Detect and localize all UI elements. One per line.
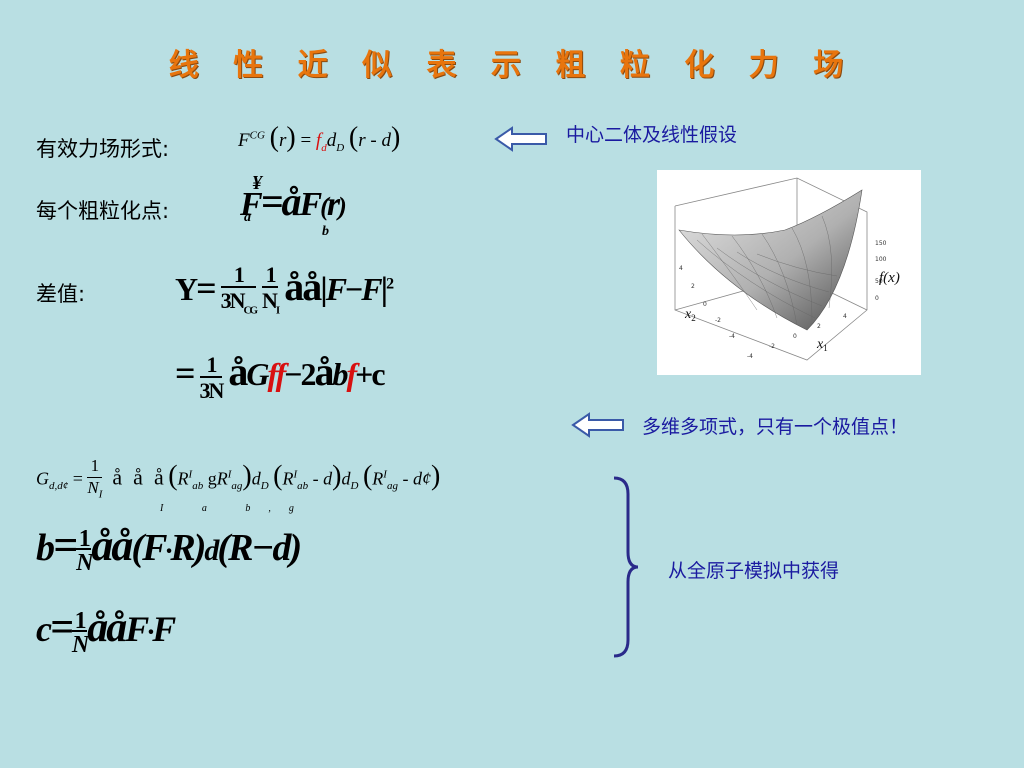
surface-grid xyxy=(696,215,838,326)
label-per-cg-point: 每个粗粒化点: xyxy=(36,199,170,223)
note-from-atomistic: 从全原子模拟中获得 xyxy=(668,560,840,582)
x1-tick: 0 xyxy=(793,333,797,340)
surface-plot-svg: 150 100 50 0 -4 -2 0 2 4 4 2 0 -2 -4 f(x… xyxy=(674,177,900,361)
x2-tick: 2 xyxy=(691,283,695,290)
z-tick: 150 xyxy=(875,240,887,247)
axis-label-f: f(x) xyxy=(879,270,900,286)
right-brace-icon xyxy=(613,476,639,658)
x1-tick: 4 xyxy=(843,313,847,320)
label-difference: 差值: xyxy=(36,282,86,306)
left-arrow-icon xyxy=(571,412,624,438)
note-central-assumption: 中心二体及线性假设 xyxy=(566,124,738,146)
x2-tick: 0 xyxy=(703,301,707,308)
formula-per-cg-point: ¥ F=åF(r) a b xyxy=(240,172,347,239)
left-arrow-icon xyxy=(494,126,547,152)
x2-tick: 4 xyxy=(679,265,683,272)
x1-tick: 2 xyxy=(817,323,821,330)
z-tick: 100 xyxy=(875,256,887,263)
x1-tick: -2 xyxy=(769,343,775,350)
axis-label-x2: x2 xyxy=(684,307,696,323)
x2-tick: -4 xyxy=(729,333,735,340)
surface-plot: 150 100 50 0 -4 -2 0 2 4 4 2 0 -2 -4 f(x… xyxy=(657,170,921,375)
z-tick: 50 xyxy=(875,278,883,285)
label-effective-force: 有效力场形式: xyxy=(36,137,170,161)
page-title: 线 性 近 似 表 示 粗 粒 化 力 场 xyxy=(168,48,856,83)
x1-tick: -4 xyxy=(747,353,753,360)
formula-force-form: FCG (r) = fddD (r - d) xyxy=(238,122,401,154)
x2-tick: -2 xyxy=(715,317,721,324)
axis-label-x1: x1 xyxy=(816,337,828,353)
z-tick: 0 xyxy=(875,295,879,302)
note-polynomial: 多维多项式，只有一个极值点！ xyxy=(642,416,909,438)
paraboloid-surface xyxy=(678,189,863,331)
